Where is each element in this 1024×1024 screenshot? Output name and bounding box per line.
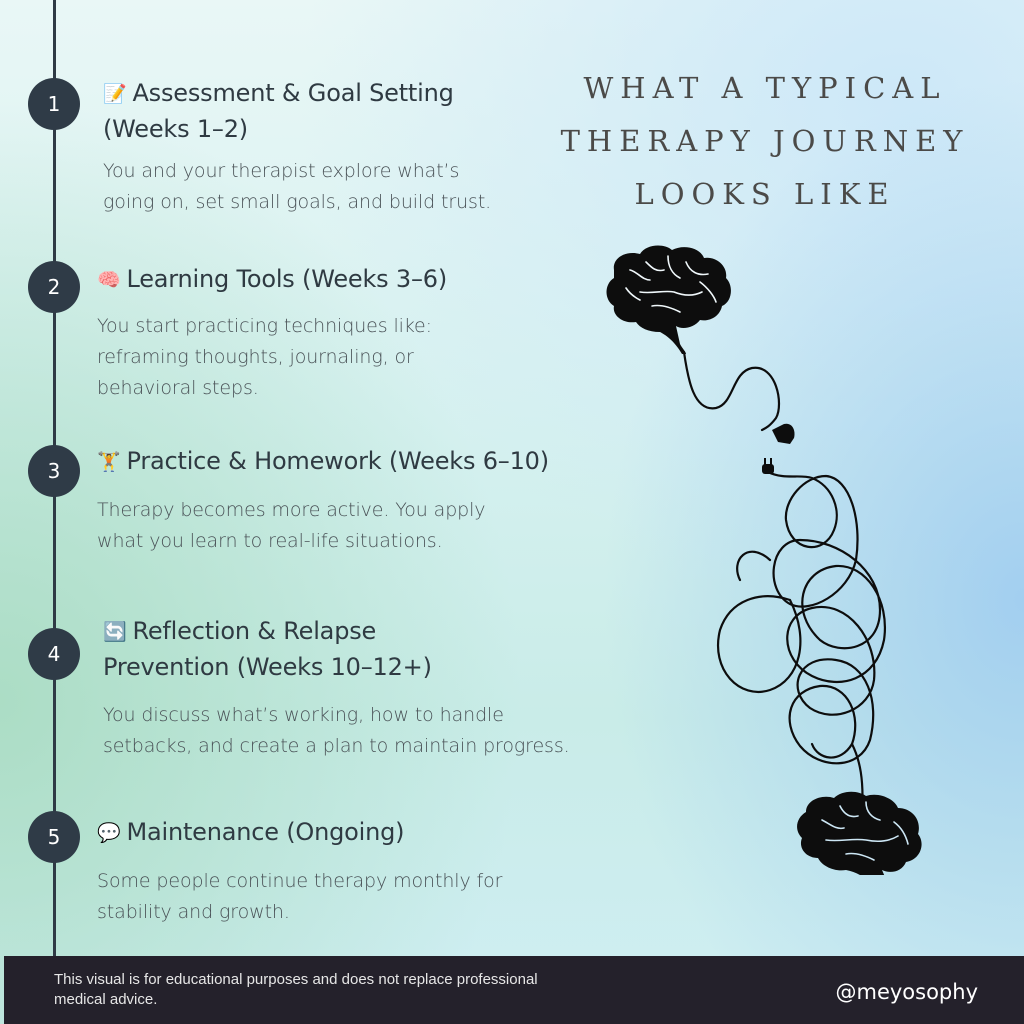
plug-socket-icon (772, 423, 795, 444)
step-number-badge: 2 (28, 261, 80, 313)
step-title: 🔄Reflection & Relapse Prevention (Weeks … (103, 617, 432, 681)
step-description: You and your therapist explore what’s go… (103, 160, 492, 213)
title-line-3: LOOKS LIKE (634, 177, 896, 211)
step-number-badge: 1 (28, 78, 80, 130)
plug-icon (762, 458, 774, 474)
title-line-1: WHAT A TYPICAL (583, 71, 947, 105)
social-handle: @meyosophy (835, 980, 978, 1004)
step-number-badge: 5 (28, 811, 80, 863)
step-title: 🏋Practice & Homework (Weeks 6–10) (97, 444, 549, 480)
step-description: Some people continue therapy monthly for… (97, 870, 503, 923)
step-description: Therapy becomes more active. You apply w… (97, 499, 486, 552)
step-title: 💬Maintenance (Ongoing) (97, 815, 405, 851)
step-title: 🧠Learning Tools (Weeks 3–6) (97, 262, 447, 298)
page-title: WHAT A TYPICAL THERAPY JOURNEY LOOKS LIK… (540, 62, 990, 221)
bottom-brain-folds (821, 801, 909, 861)
step-number-badge: 3 (28, 445, 80, 497)
step-title: 📝Assessment & Goal Setting (Weeks 1–2) (103, 79, 454, 143)
top-brain-icon (606, 245, 731, 354)
cable (682, 350, 887, 814)
calendar-icon: 📝 (103, 83, 127, 105)
step-description: You start practicing techniques like: re… (97, 315, 432, 399)
disclaimer-text: This visual is for educational purposes … (54, 971, 538, 1008)
bottom-brain-icon (797, 791, 922, 875)
brain-icon: 🧠 (97, 269, 121, 291)
step-number-badge: 4 (28, 628, 80, 680)
step-description: You discuss what’s working, how to handl… (103, 704, 570, 757)
speech-bubble-icon: 💬 (97, 822, 121, 844)
cycle-arrows-icon: 🔄 (103, 621, 127, 643)
weightlifter-icon: 🏋 (97, 451, 121, 473)
title-line-2: THERAPY JOURNEY (560, 124, 970, 158)
tangled-brain-illustration (606, 245, 922, 875)
top-brain-folds (625, 255, 717, 313)
footer-bar: This visual is for educational purposes … (4, 956, 1024, 1024)
